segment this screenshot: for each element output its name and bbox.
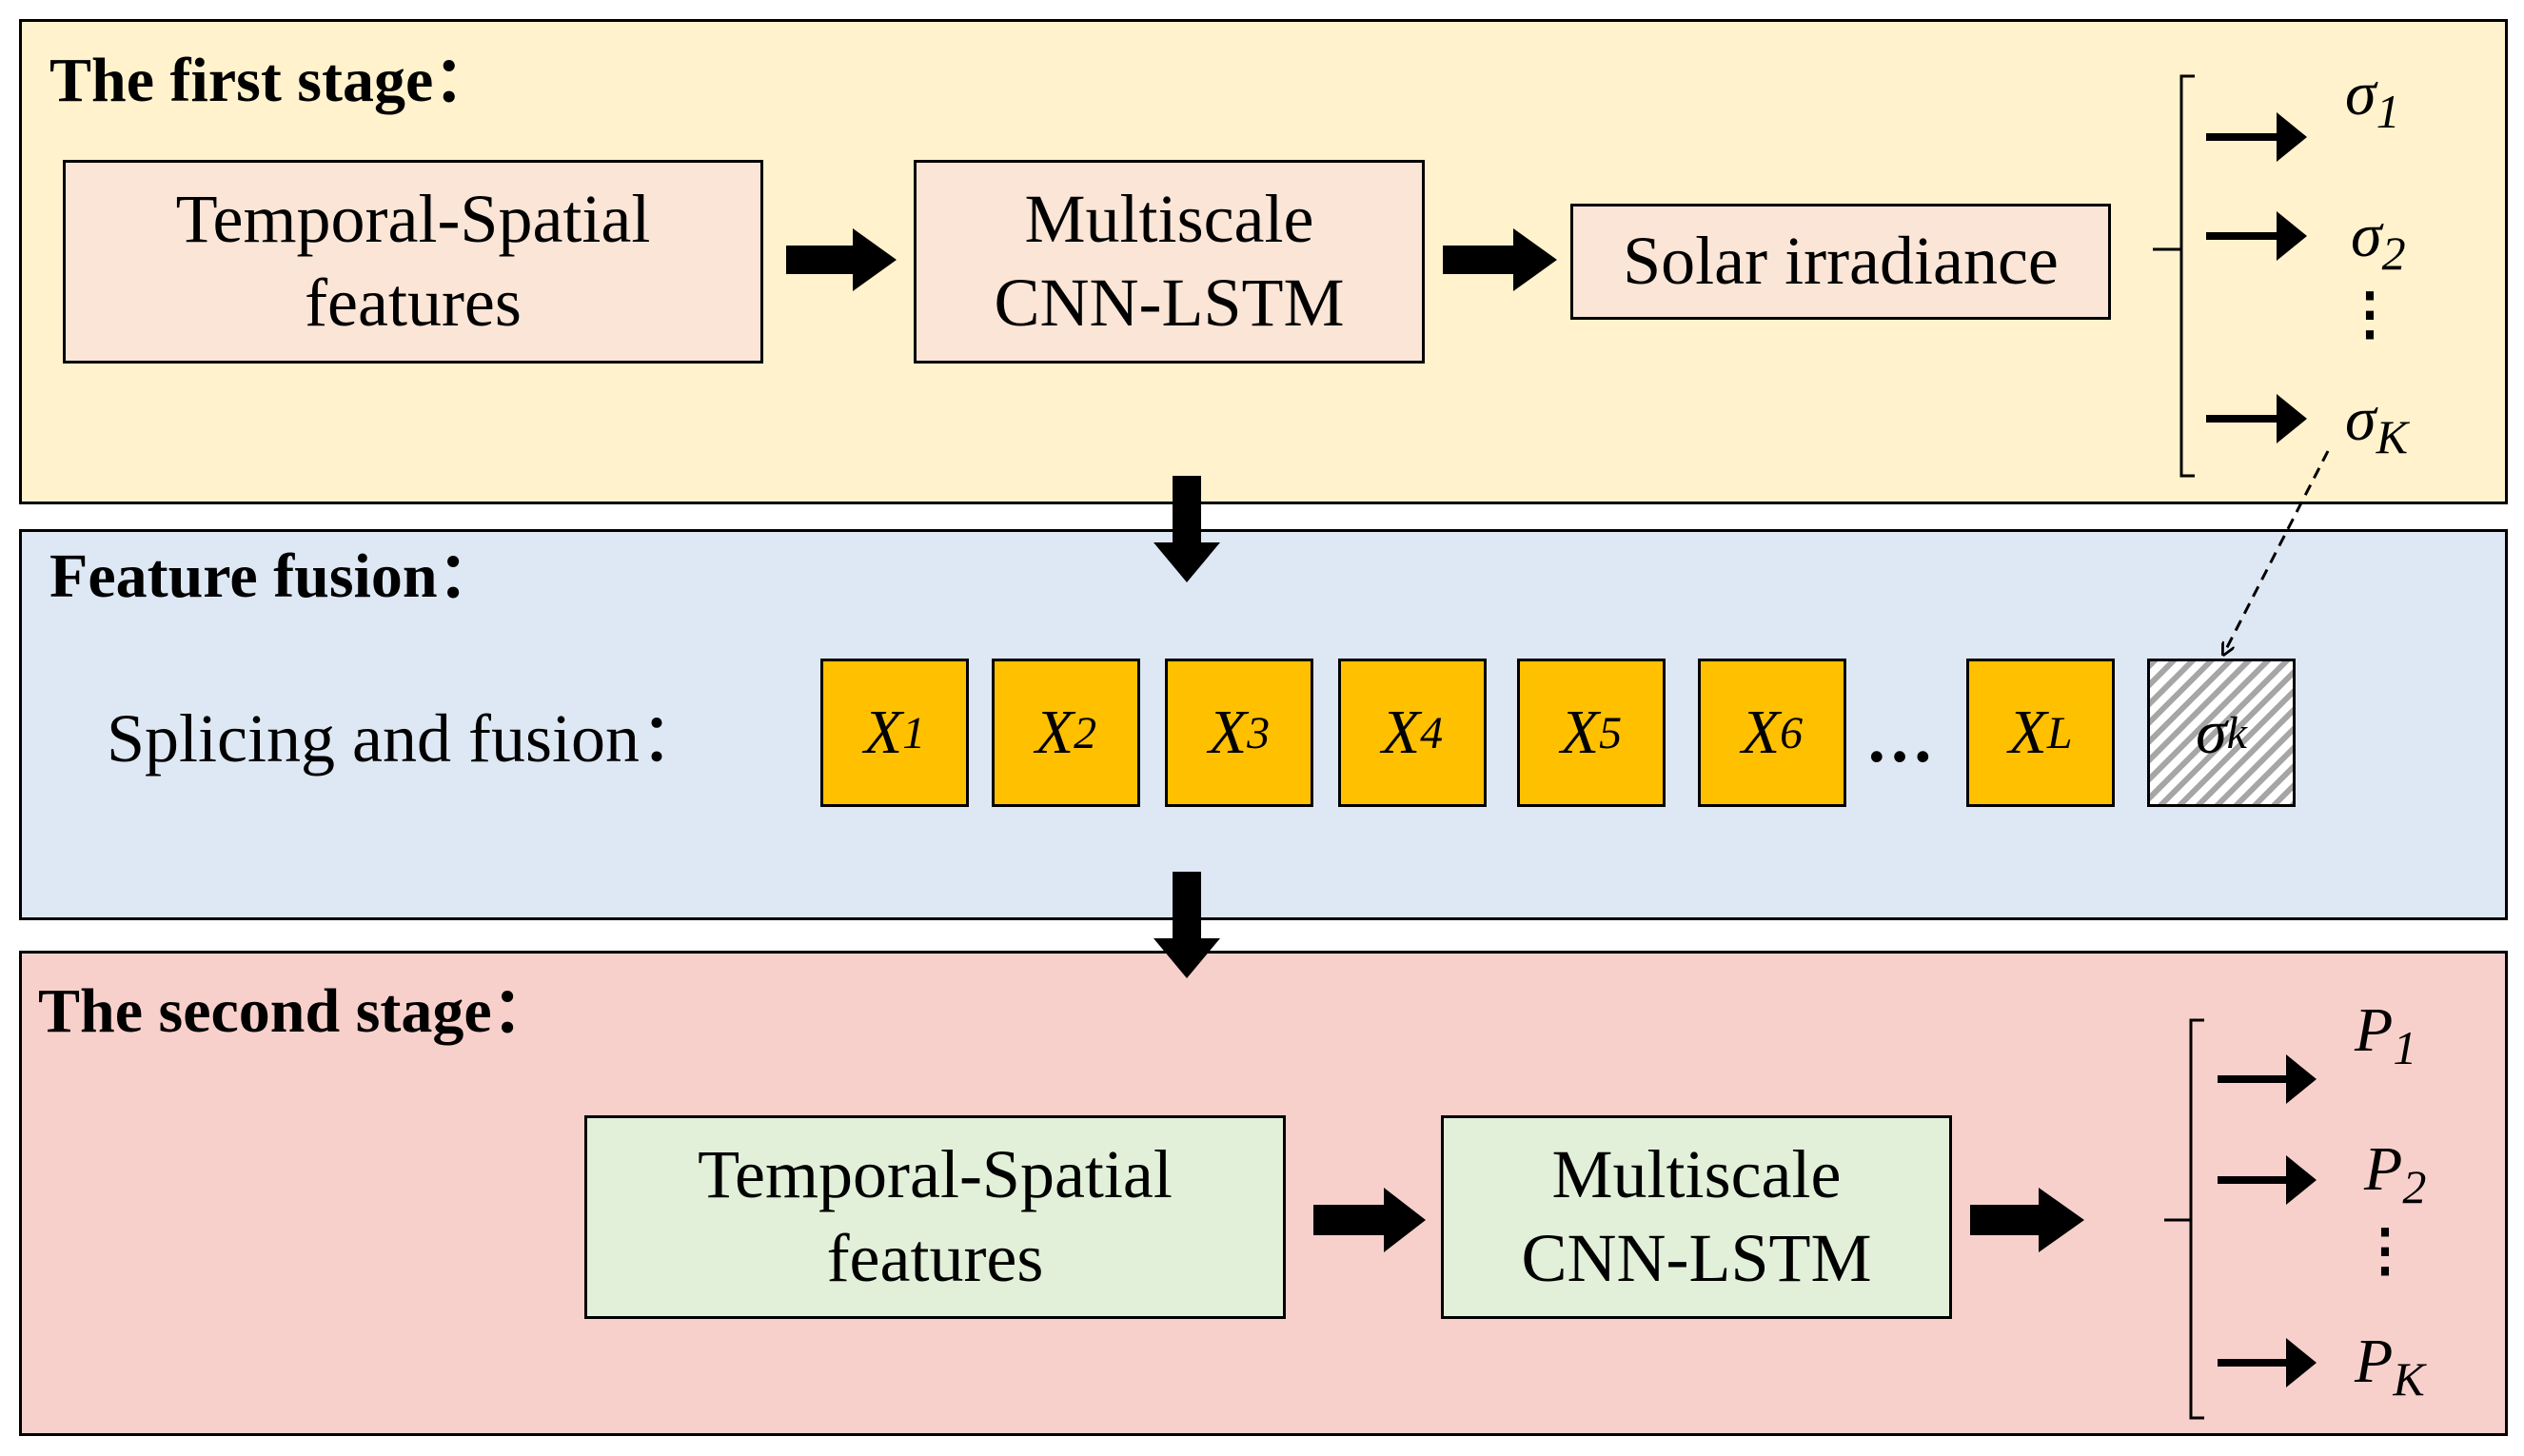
stage2-output-brace [2164,1018,2204,1420]
feature-ellipsis: … [1865,700,1934,777]
feature-fusion-title: Feature fusion： [49,541,501,611]
stage1-input-line1: Temporal-Spatial [175,181,651,258]
sigma-k-label: σK [2345,384,2408,464]
stage2-model-line2: CNN-LSTM [1521,1220,1872,1296]
solar-irradiance-label: Solar irradiance [1623,223,2059,300]
sigma-1-label: σ1 [2345,59,2400,139]
arrow-input-to-model-stage1 [786,228,897,291]
second-stage-title: The second stage： [38,976,555,1046]
stage1-input-line2: features [305,265,522,341]
stage1-model-line1: Multiscale [1024,181,1314,258]
stage1-model-line2: CNN-LSTM [994,265,1345,341]
stage1-vertical-ellipsis: ⋮ [2341,283,2398,345]
stage2-model-line1: Multiscale [1551,1136,1842,1213]
stage1-input-box: Temporal-Spatial features [63,160,763,364]
solar-irradiance-box: Solar irradiance [1570,204,2111,320]
sigma-2-label: σ2 [2351,201,2406,281]
stage2-output-arrows [2218,1054,2317,1387]
arrow-input-to-model-stage2 [1313,1188,1426,1252]
splicing-fusion-label: Splicing and fusion： [107,700,708,777]
stage1-model-box: Multiscale CNN-LSTM [914,160,1425,364]
stage2-model-box: Multiscale CNN-LSTM [1441,1115,1952,1319]
p-2-label: P2 [2364,1134,2427,1214]
stage2-vertical-ellipsis: ⋮ [2356,1219,2414,1282]
arrow-stage1-to-fusion [1154,476,1220,582]
arrow-model-to-output-stage1 [1443,228,1557,291]
p-1-label: P1 [2355,995,2417,1075]
stage1-output-arrows [2206,112,2307,443]
first-stage-title: The first stage： [49,46,497,115]
dashed-sigma-k-connector [2223,450,2330,655]
arrow-fusion-to-stage2 [1154,872,1220,978]
stage1-output-brace [2153,74,2195,478]
stage2-input-line1: Temporal-Spatial [698,1136,1173,1213]
p-k-label: PK [2355,1327,2425,1407]
stage2-input-box: Temporal-Spatial features [584,1115,1286,1319]
stage2-input-line2: features [826,1220,1044,1296]
arrow-model-to-output-stage2 [1970,1188,2084,1252]
